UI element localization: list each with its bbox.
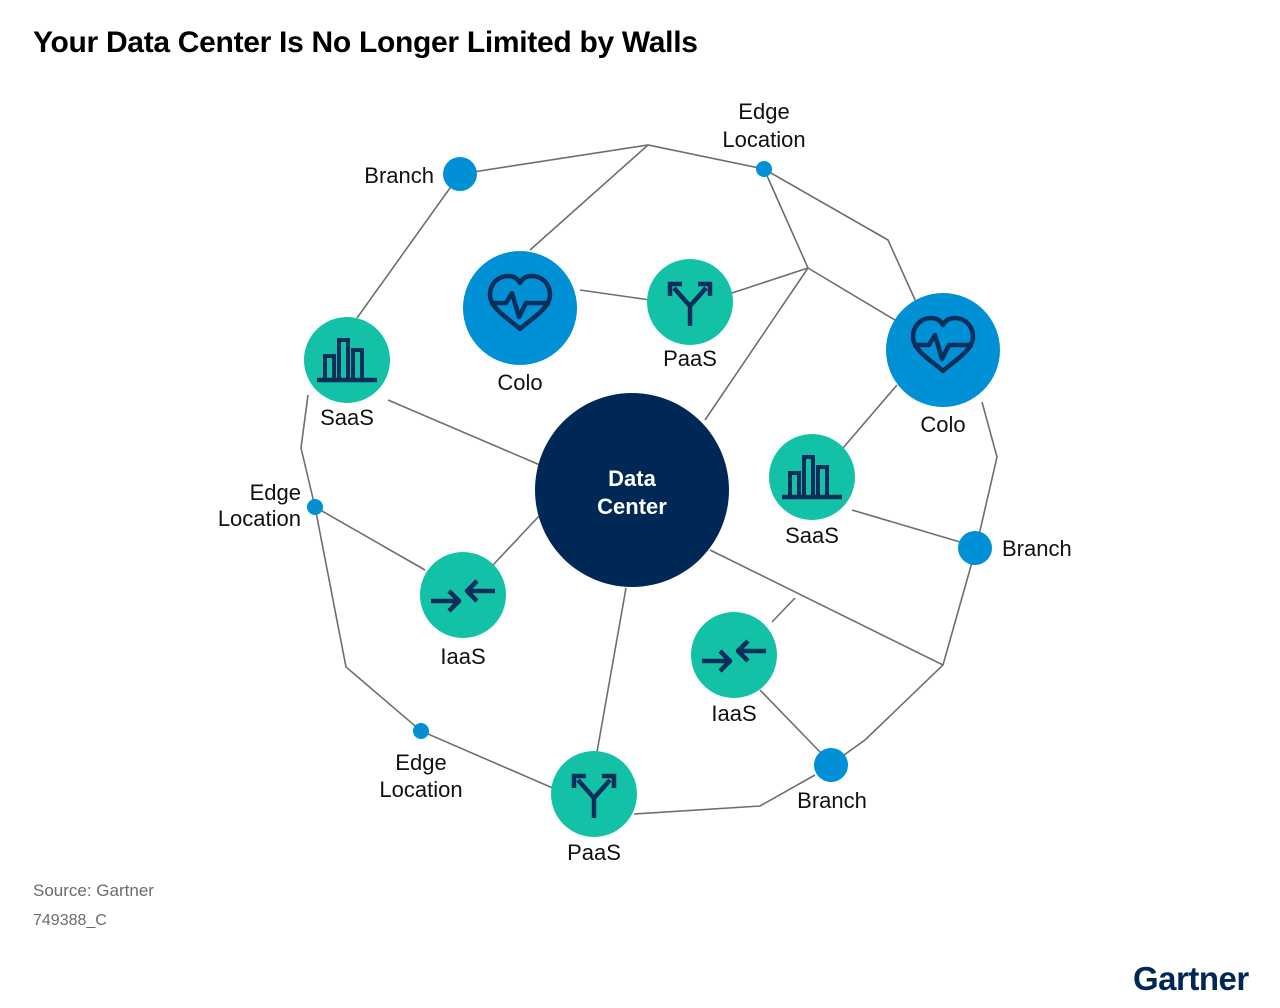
iaas-left-label: IaaS xyxy=(440,644,485,669)
colo-left-label: Colo xyxy=(497,370,542,395)
saas-left-label: SaaS xyxy=(320,405,374,430)
branch-node-top: Branch xyxy=(364,157,477,191)
branch-right-label: Branch xyxy=(1002,536,1072,561)
iaas-node-right: IaaS xyxy=(691,612,777,726)
edge-left-label-line1: Edge xyxy=(250,480,301,505)
page-title: Your Data Center Is No Longer Limited by… xyxy=(33,26,698,59)
data-center-label-line1: Data xyxy=(608,466,656,491)
data-center-node: Data Center xyxy=(535,393,729,587)
figure-id: 749388_C xyxy=(33,912,107,929)
saas-node-left: SaaS xyxy=(304,317,390,430)
iaas-node-left: IaaS xyxy=(420,552,506,669)
paas-bottom-label: PaaS xyxy=(567,840,621,865)
source-note: Source: Gartner xyxy=(33,881,154,900)
colo-node-right: Colo xyxy=(886,293,1000,437)
branch-node-right: Branch xyxy=(958,531,1072,565)
data-center-label-line2: Center xyxy=(597,494,667,519)
colo-right-label: Colo xyxy=(920,412,965,437)
edge-location-node-top: Edge Location xyxy=(722,99,806,177)
edge-top-label-line1: Edge xyxy=(738,99,789,124)
edge-bottom-label-line2: Location xyxy=(379,777,462,802)
paas-node-bottom: PaaS xyxy=(551,751,637,865)
edge-top-label-line2: Location xyxy=(722,127,805,152)
edge-lines xyxy=(300,144,998,815)
branch-bottom-label: Branch xyxy=(797,788,867,813)
paas-top-label: PaaS xyxy=(663,346,717,371)
gartner-logo: Gartner xyxy=(1133,960,1249,997)
edge-left-label-line2: Location xyxy=(218,506,301,531)
edge-bottom-label-line1: Edge xyxy=(395,750,446,775)
saas-node-right: SaaS xyxy=(769,434,855,548)
edge-location-node-bottom: Edge Location xyxy=(379,723,463,802)
iaas-right-label: IaaS xyxy=(711,701,756,726)
edge-location-node-left: Edge Location xyxy=(218,480,323,531)
paas-node-top: PaaS xyxy=(647,259,733,371)
branch-node-bottom: Branch xyxy=(797,748,867,813)
branch-top-label: Branch xyxy=(364,163,434,188)
colo-node-left: Colo xyxy=(463,251,577,395)
saas-right-label: SaaS xyxy=(785,523,839,548)
